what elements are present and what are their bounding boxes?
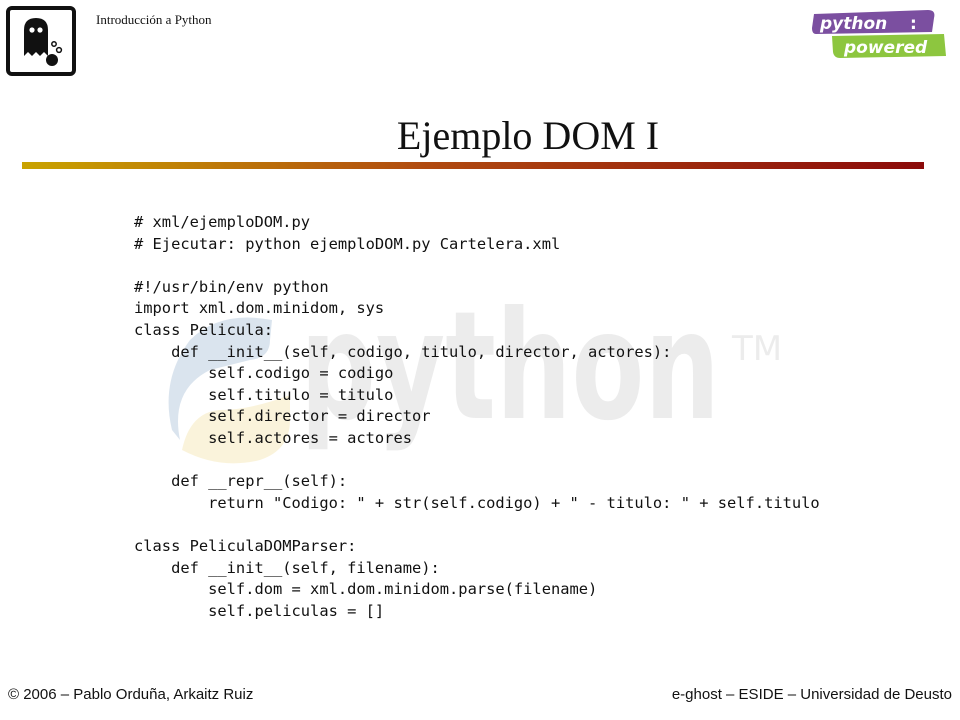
code-line: # xml/ejemploDOM.py xyxy=(134,213,311,231)
badge-colon: : xyxy=(910,14,917,34)
code-line: # Ejecutar: python ejemploDOM.py Cartele… xyxy=(134,234,561,253)
code-listing: # xml/ejemploDOM.py # Ejecutar: python ej… xyxy=(134,212,960,622)
badge-top-shape xyxy=(812,10,935,34)
code-line: def __init__(self, filename): xyxy=(134,558,440,577)
python-powered-badge: python : powered xyxy=(812,10,946,58)
code-line: def __repr__(self): xyxy=(134,472,348,491)
code-line: self.actores = actores xyxy=(134,428,412,447)
footer-copyright: © 2006 – Pablo Orduña, Arkaitz Ruiz xyxy=(8,686,254,703)
code-line: self.codigo = codigo xyxy=(134,364,394,383)
code-line xyxy=(134,255,960,277)
code-line: import xml.dom.minidom, sys xyxy=(134,299,385,318)
code-line: return "Codigo: " + str(self.codigo) + "… xyxy=(134,493,820,512)
badge-word-powered: powered xyxy=(843,38,928,58)
watermark-tm: TM xyxy=(731,329,782,369)
course-title: Introducción a Python xyxy=(96,12,212,27)
e-ghost-logo-icon xyxy=(6,6,76,76)
code-line: class Pelicula: xyxy=(134,320,273,339)
code-line: self.dom = xml.dom.minidom.parse(filenam… xyxy=(134,580,598,599)
title-underline xyxy=(22,162,924,169)
code-line xyxy=(134,514,960,536)
badge-bottom-shape xyxy=(832,34,946,58)
code-line xyxy=(134,450,960,472)
code-line: self.titulo = titulo xyxy=(134,385,394,404)
watermark-text: python xyxy=(300,300,720,454)
code-line: #!/usr/bin/env python xyxy=(134,277,329,296)
badge-word-python: python xyxy=(819,14,887,34)
code-line: class PeliculaDOMParser: xyxy=(134,536,357,555)
code-line: def __init__(self, codigo, titulo, direc… xyxy=(134,342,672,361)
python-logo-watermark: python TM xyxy=(168,300,782,464)
slide-title: Ejemplo DOM I xyxy=(396,113,660,158)
code-line: self.peliculas = [] xyxy=(134,601,385,620)
footer-organization: e-ghost – ESIDE – Universidad de Deusto xyxy=(671,686,952,703)
code-line: self.director = director xyxy=(134,407,431,426)
